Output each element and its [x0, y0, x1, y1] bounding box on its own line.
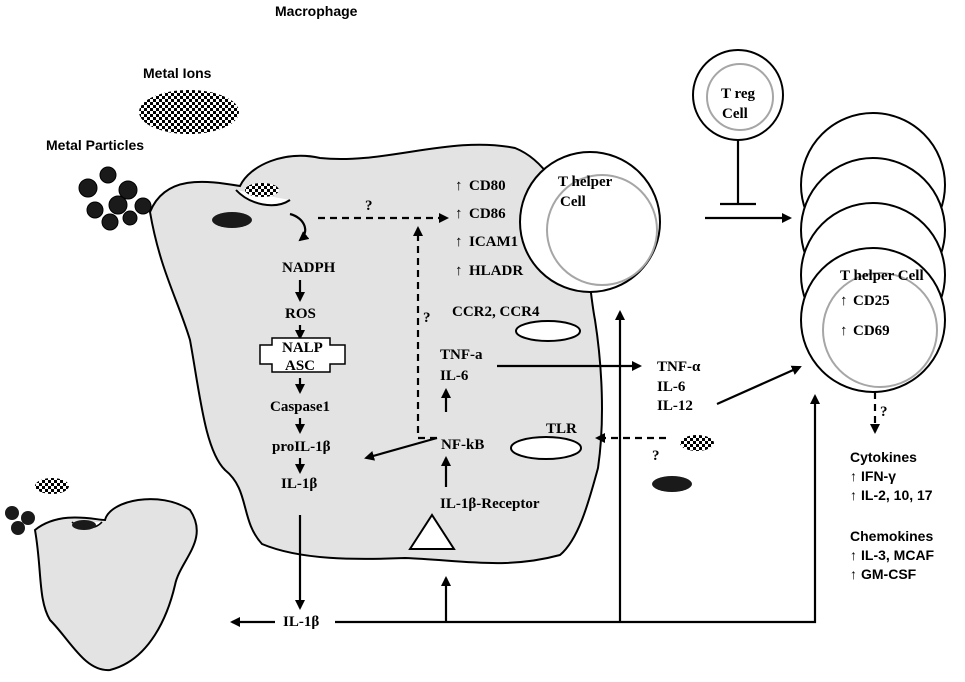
- il-6-inner-label: IL-6: [440, 368, 469, 384]
- chemokine-gm-csf: GM-CSF: [861, 566, 917, 582]
- particle-uptake: [212, 212, 252, 228]
- tlr-receptor-label: TLR: [546, 421, 577, 437]
- tnf-a-inner-label: TNF-a: [440, 347, 483, 363]
- nalp-label: NALP: [282, 340, 323, 356]
- marker-up-2: ↑: [455, 206, 463, 222]
- cd69-up-arrow: ↑: [840, 323, 848, 339]
- secreted-il-12: IL-12: [657, 398, 693, 414]
- il1b-to-t-helper-arrow: [335, 394, 820, 624]
- tlr-metal-ions: [680, 435, 714, 451]
- t-helper-label-1: T helper: [558, 174, 613, 190]
- question-mark-top: ?: [365, 198, 373, 214]
- question-mark-nfkb: ?: [423, 310, 431, 326]
- il1b-receptor-label: IL-1β-Receptor: [440, 496, 540, 512]
- secondary-macrophage: [33, 498, 198, 672]
- t-reg-nucleus: [706, 63, 774, 131]
- metal-particles-cluster: [78, 166, 152, 231]
- marker-up-4: ↑: [455, 263, 463, 279]
- chemokine-up-1: ↑: [850, 547, 857, 563]
- proliferating-t-helpers: [800, 112, 946, 393]
- diagram-title: Macrophage: [275, 3, 358, 19]
- activated-t-helper-title: T helper Cell: [840, 268, 924, 284]
- activated-t-helper-nucleus: [822, 272, 938, 388]
- proil1b-label: proIL-1β: [272, 439, 331, 455]
- nfkb-to-proil1b-arrow: [364, 436, 438, 461]
- cd25-up-arrow: ↑: [840, 293, 848, 309]
- cytokines-title: Cytokines: [850, 449, 917, 465]
- secreted-tnf-alpha: TNF-α: [657, 359, 701, 375]
- t-reg-label-1: T reg: [721, 86, 756, 102]
- nfkb-label: NF-kB: [441, 437, 484, 453]
- chemokine-il-3-mcaf: IL-3, MCAF: [861, 547, 935, 563]
- marker-hladr: HLADR: [469, 263, 523, 279]
- il1b-inner-label: IL-1β: [281, 476, 317, 492]
- tlr-metal-particles: [652, 476, 692, 492]
- ccr-receptor-label: CCR2, CCR4: [452, 304, 540, 320]
- activated-marker-cd25: CD25: [853, 293, 890, 309]
- asc-label: ASC: [285, 358, 315, 374]
- t-helper-nucleus: [546, 174, 658, 286]
- macrophage-cell: [148, 143, 603, 565]
- cytokines-to-t-helper-arrow: [716, 365, 802, 406]
- marker-cd86: CD86: [469, 206, 506, 222]
- chemokine-up-2: ↑: [850, 566, 857, 582]
- il1b-receptor-triangle: [408, 513, 456, 550]
- il1b-secreted-label: IL-1β: [283, 614, 319, 630]
- activated-marker-cd69: CD69: [853, 323, 890, 339]
- ion-uptake-vesicle: [245, 183, 279, 197]
- tlr-receptor: [510, 436, 582, 460]
- secreted-il-6: IL-6: [657, 379, 686, 395]
- marker-cd80: CD80: [469, 178, 506, 194]
- metal-ions-cluster: [139, 90, 239, 134]
- marker-up-1: ↑: [455, 178, 463, 194]
- metal-particles-label: Metal Particles: [46, 137, 144, 153]
- t-helper-label-2: Cell: [560, 194, 586, 210]
- nadph-label: NADPH: [282, 260, 336, 276]
- chemokines-title: Chemokines: [850, 528, 933, 544]
- cytokine-ifn-gamma: IFN-γ: [861, 468, 896, 484]
- question-mark-tlr: ?: [652, 448, 660, 464]
- t-reg-label-2: Cell: [722, 106, 748, 122]
- ros-label: ROS: [285, 306, 316, 322]
- caspase1-label: Caspase1: [270, 399, 330, 415]
- marker-icam1: ICAM1: [469, 234, 518, 250]
- metal-ions-label: Metal Ions: [143, 65, 212, 81]
- cytokine-il-2-10-17: IL-2, 10, 17: [861, 487, 933, 503]
- uptake-arrow: [289, 212, 310, 242]
- marker-up-3: ↑: [455, 234, 463, 250]
- ccr-receptor: [515, 320, 581, 342]
- nfkb-dashed-to-markers: [413, 226, 437, 440]
- cytokine-up-1: ↑: [850, 468, 857, 484]
- cytokine-up-2: ↑: [850, 487, 857, 503]
- question-mark-cytokines: ?: [880, 404, 888, 420]
- nalp-asc-inflammasome: [259, 337, 346, 373]
